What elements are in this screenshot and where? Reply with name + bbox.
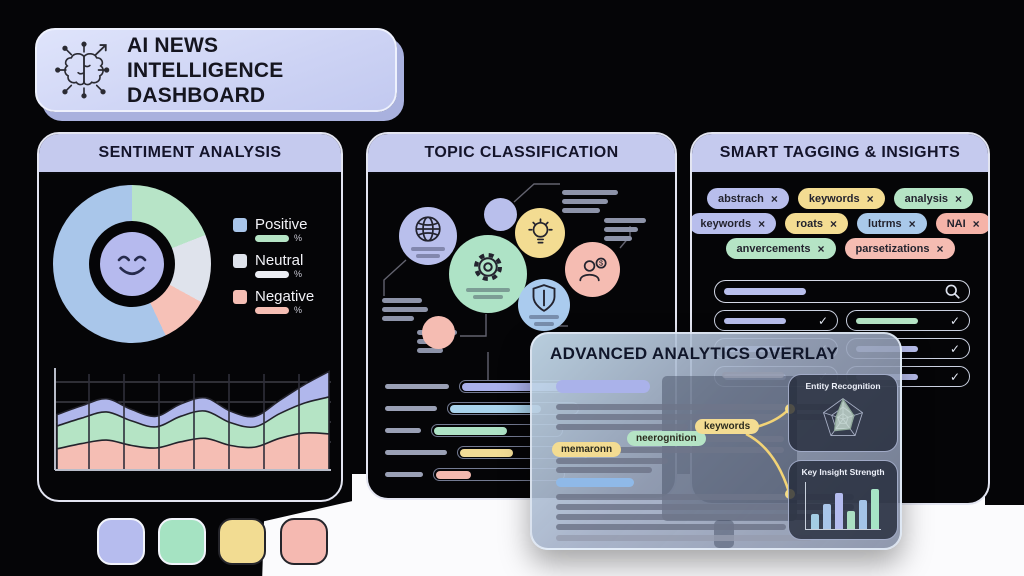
- legend-percent: %: [294, 269, 303, 279]
- tag[interactable]: keywords×: [692, 213, 777, 234]
- svg-text:$: $: [598, 258, 603, 267]
- legend-swatch-neutral: [233, 253, 247, 268]
- tag[interactable]: abstrach×: [706, 188, 789, 209]
- tag[interactable]: parsetizations×: [844, 238, 955, 259]
- vertical-gridlines: [88, 374, 300, 470]
- legend-item: Neutral %: [233, 252, 314, 279]
- inline-tag[interactable]: neerognition: [627, 431, 706, 446]
- legend-value-bar: [255, 270, 289, 278]
- topic-bubble-lightbulb[interactable]: [515, 208, 565, 258]
- tag[interactable]: anvercements×: [725, 238, 836, 259]
- tag[interactable]: keywords×: [797, 188, 885, 209]
- topic-panel-title: TOPIC CLASSIFICATION: [368, 134, 675, 174]
- close-icon: ×: [770, 191, 778, 206]
- header-badge: AI NEWS INTELLIGENCE DASHBOARD: [35, 28, 397, 112]
- topic-bubble-small[interactable]: [484, 198, 517, 231]
- legend-item: Negative %: [233, 288, 314, 315]
- legend-swatch-positive: [233, 217, 247, 232]
- key-insight-strength-card[interactable]: Key Insight Strength: [788, 460, 898, 540]
- highlight-bar-blue: [556, 478, 634, 487]
- close-icon: ×: [817, 241, 825, 256]
- text-placeholder: [692, 436, 784, 442]
- close-icon: ×: [830, 216, 838, 231]
- card-title: Entity Recognition: [805, 381, 881, 391]
- close-icon: ×: [955, 191, 963, 206]
- palette-swatch-green[interactable]: [158, 518, 206, 565]
- advanced-analytics-overlay: ADVANCED ANALYTICS OVERLAY memaronn neer…: [530, 332, 902, 550]
- close-icon: ×: [758, 216, 766, 231]
- tagging-panel-title: SMART TAGGING & INSIGHTS: [692, 134, 988, 174]
- check-icon: ✓: [949, 341, 960, 356]
- text-placeholder-group: [604, 218, 646, 241]
- inline-tag[interactable]: keywords: [695, 419, 760, 434]
- text-placeholder: [616, 447, 784, 453]
- legend-label: Positive: [255, 216, 308, 233]
- sentiment-donut-chart[interactable]: [53, 185, 211, 343]
- topic-bubble-small-pink[interactable]: [422, 316, 455, 349]
- text-placeholder: [556, 514, 844, 520]
- topic-connector-lines: [383, 183, 631, 380]
- tag[interactable]: analysis×: [893, 188, 974, 209]
- background-right-strip: [985, 0, 1024, 505]
- text-placeholder: [556, 404, 854, 410]
- brain-network-icon: [55, 41, 113, 99]
- check-icon: ✓: [949, 313, 960, 328]
- sentiment-panel-title: SENTIMENT ANALYSIS: [39, 134, 341, 174]
- text-placeholder-group: [562, 190, 618, 213]
- sentiment-trend-chart[interactable]: [49, 362, 335, 484]
- close-icon: ×: [972, 216, 980, 231]
- sentiment-legend: Positive % Neutral % Negative %: [233, 216, 314, 315]
- search-icon[interactable]: [945, 284, 960, 299]
- search-input[interactable]: [714, 280, 970, 303]
- legend-swatch-negative: [233, 289, 247, 304]
- legend-label: Neutral: [255, 252, 304, 269]
- check-pill[interactable]: ✓: [714, 310, 838, 331]
- text-placeholder: [556, 424, 688, 430]
- text-placeholder: [722, 372, 784, 378]
- radar-chart-icon: [823, 398, 863, 437]
- sentiment-panel: SENTIMENT ANALYSIS Positive % Neutral: [37, 132, 343, 502]
- chart-axes: [54, 368, 331, 471]
- legend-value-bar: [255, 234, 289, 242]
- text-placeholder: [556, 467, 652, 473]
- legend-item: Positive %: [233, 216, 314, 243]
- legend-value-bar: [255, 306, 289, 314]
- palette-swatch-yellow[interactable]: [218, 518, 266, 565]
- search-placeholder-bar: [724, 288, 806, 295]
- legend-percent: %: [294, 233, 303, 243]
- palette-swatch-pink[interactable]: [280, 518, 328, 565]
- topic-bubble-person-dollar[interactable]: $: [565, 242, 620, 297]
- topic-bubble-globe[interactable]: [399, 207, 457, 265]
- legend-percent: %: [294, 305, 303, 315]
- legend-label: Negative: [255, 288, 315, 305]
- highlight-bar-lavender: [556, 380, 650, 393]
- text-placeholder: [556, 494, 854, 500]
- text-placeholder: [556, 524, 786, 530]
- overlay-title: ADVANCED ANALYTICS OVERLAY: [550, 344, 839, 363]
- inline-tag[interactable]: memaronn: [552, 442, 622, 457]
- entity-recognition-card[interactable]: Entity Recognition: [788, 374, 898, 452]
- check-icon: ✓: [949, 369, 960, 384]
- smiley-face-icon: [100, 232, 164, 296]
- topic-bubble-shield[interactable]: [518, 279, 570, 331]
- topic-bubble-gear[interactable]: [449, 235, 527, 313]
- close-icon: ×: [936, 241, 944, 256]
- text-placeholder: [556, 504, 854, 510]
- tag[interactable]: roats×: [785, 213, 849, 234]
- palette-swatch-lavender[interactable]: [97, 518, 145, 565]
- text-placeholder: [556, 414, 844, 420]
- text-placeholder: [556, 535, 812, 541]
- text-placeholder: [556, 458, 668, 464]
- dashboard-title: AI NEWS INTELLIGENCE DASHBOARD: [127, 33, 284, 107]
- check-icon: ✓: [817, 313, 828, 328]
- check-pill[interactable]: ✓: [846, 310, 970, 331]
- insight-bar-chart: [805, 482, 881, 530]
- tag[interactable]: lutrms×: [857, 213, 927, 234]
- close-icon: ×: [866, 191, 874, 206]
- card-title: Key Insight Strength: [801, 467, 885, 477]
- close-icon: ×: [908, 216, 916, 231]
- tag[interactable]: NAI×: [935, 213, 988, 234]
- text-placeholder-group: [382, 298, 428, 321]
